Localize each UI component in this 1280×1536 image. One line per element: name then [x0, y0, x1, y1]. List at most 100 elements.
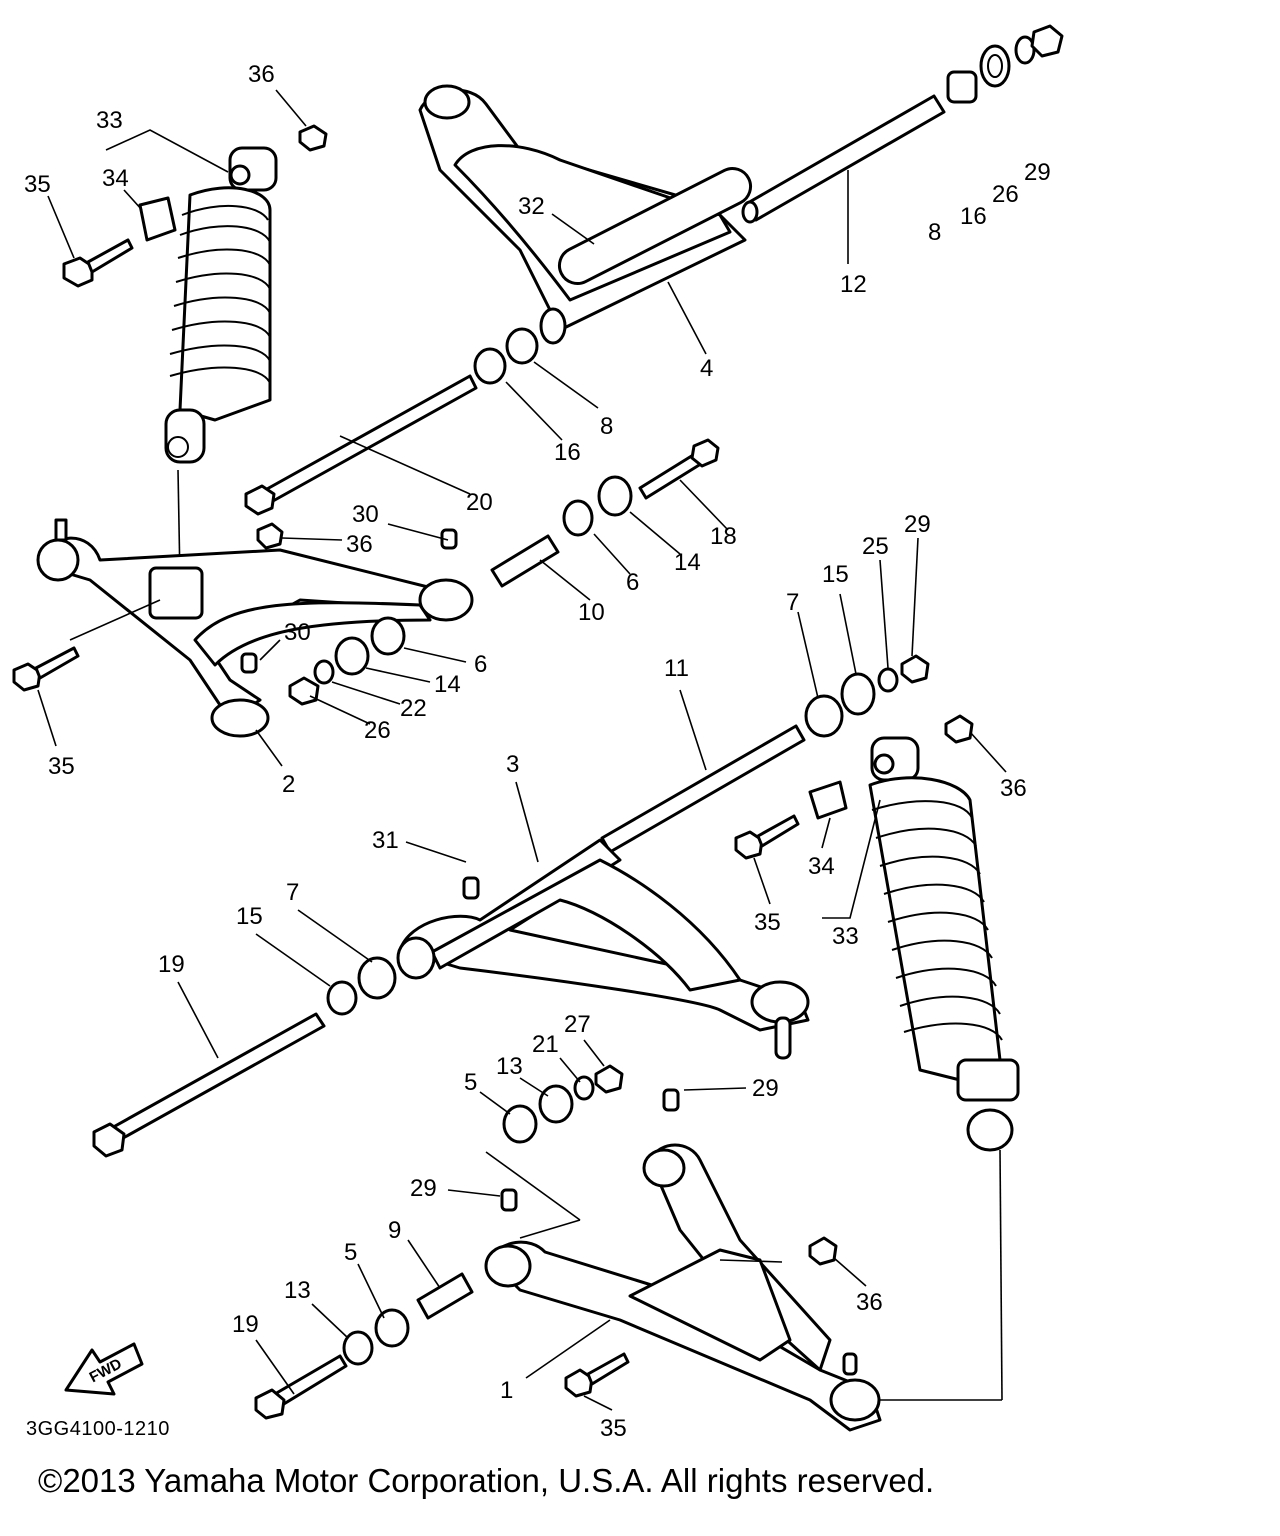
callout: 36: [856, 1289, 883, 1316]
bushing-6-upper: [562, 499, 594, 537]
callout: 4: [700, 355, 713, 382]
callout: 19: [158, 951, 185, 978]
callout: 15: [822, 561, 849, 588]
callout: 10: [578, 599, 605, 626]
washer-15-rear: [840, 672, 876, 716]
spacer-9: [416, 1272, 474, 1320]
nut-36-mid: [256, 522, 284, 550]
upper-arm-left: [36, 518, 474, 738]
washer-16-center: [473, 347, 507, 385]
callout: 34: [102, 165, 129, 192]
upper-arm-right: [418, 84, 753, 345]
callout: 34: [808, 853, 835, 880]
hardware-right-top: [946, 24, 1064, 104]
callout: 8: [600, 413, 613, 440]
callout: 30: [352, 501, 379, 528]
callout: 35: [754, 909, 781, 936]
nut-25: [594, 1064, 624, 1094]
callout: 5: [464, 1069, 477, 1096]
nut-36-right-top: [944, 714, 974, 744]
callout: 27: [564, 1011, 591, 1038]
bolt-35-bottom: [564, 1352, 630, 1398]
callout: 29: [904, 511, 931, 538]
washer-15-front: [326, 980, 358, 1016]
callout: 21: [532, 1031, 559, 1058]
callout: 11: [664, 655, 689, 682]
callout: 30: [284, 619, 311, 646]
diagram-code: 3GG4100-1210: [26, 1418, 170, 1440]
collar-13-upper: [538, 1084, 574, 1124]
bushing-5-lower: [374, 1308, 410, 1348]
callout: 6: [474, 651, 487, 678]
callout: 9: [388, 1217, 401, 1244]
callout: 1: [500, 1377, 513, 1404]
callout: 26: [992, 181, 1019, 208]
bushing-5-upper: [502, 1104, 538, 1144]
bolt-35-mid-left: [12, 646, 80, 692]
bolt-18: [638, 438, 720, 500]
callout: 8: [928, 219, 941, 246]
copyright-notice: ©2013 Yamaha Motor Corporation, U.S.A. A…: [38, 1462, 935, 1499]
collar-13-lower: [342, 1330, 374, 1366]
bolt-19: [92, 1012, 326, 1158]
washer-21: [573, 1075, 595, 1101]
callout: 29: [1024, 159, 1051, 186]
washer-23: [877, 667, 899, 693]
callout: 18: [710, 523, 737, 550]
callout: 19: [232, 1311, 259, 1338]
callout: 36: [1000, 775, 1027, 802]
shock-absorber-right: [868, 736, 1020, 1401]
callout: 31: [372, 827, 399, 854]
nut-36-bottom: [808, 1236, 838, 1266]
collar-14-lower: [334, 636, 370, 676]
callout: 7: [286, 879, 299, 906]
callout: 12: [840, 271, 867, 298]
callout: 16: [554, 439, 581, 466]
callout: 35: [48, 753, 75, 780]
callout: 5: [344, 1239, 357, 1266]
grease-nipple-31: [462, 876, 480, 900]
callout: 7: [786, 589, 799, 616]
leader-lines: [37, 89, 1007, 1411]
grease-nipple-29-upper: [662, 1088, 680, 1112]
callout: 13: [284, 1277, 311, 1304]
callout: 32: [518, 193, 545, 220]
callout: 14: [674, 549, 701, 576]
spacer-10: [490, 534, 560, 588]
lower-arm-rear: [484, 1143, 882, 1432]
callout: 29: [752, 1075, 779, 1102]
callout: 3: [506, 751, 519, 778]
callout: 36: [248, 61, 275, 88]
grease-nipple-30-lower: [240, 652, 258, 674]
bushing-6-lower: [370, 616, 406, 656]
nut-36-top: [298, 124, 328, 152]
callout: 29: [410, 1175, 437, 1202]
washer-22: [313, 659, 335, 685]
callout: 22: [400, 695, 427, 722]
forward-arrow-icon: FWD: [64, 1342, 144, 1396]
pivot-shaft-12: [741, 94, 946, 224]
bushing-8-center: [505, 327, 539, 365]
callout: 15: [236, 903, 263, 930]
callout: 14: [434, 671, 461, 698]
callout: 35: [24, 171, 51, 198]
bolt-20: [244, 374, 478, 516]
lower-arm-front: [396, 838, 810, 1060]
shock-absorber-left: [138, 146, 278, 581]
callout: 20: [466, 489, 493, 516]
bushing-34-right: [808, 780, 848, 820]
collar-14-upper: [597, 475, 633, 517]
nut-27: [900, 654, 930, 684]
callout: 13: [496, 1053, 523, 1080]
callout: 25: [862, 533, 889, 560]
callout: 26: [364, 717, 391, 744]
bolt-35-right: [734, 814, 800, 860]
callout: 16: [960, 203, 987, 230]
callout: 36: [346, 531, 373, 558]
callout: 35: [600, 1415, 627, 1442]
nut-26: [288, 676, 320, 706]
grease-nipple-29-lower: [500, 1188, 518, 1212]
callout-numbers: 36 33 34 35 32 12 8 16 26 29 4 8 16 20 1…: [24, 61, 1051, 1442]
